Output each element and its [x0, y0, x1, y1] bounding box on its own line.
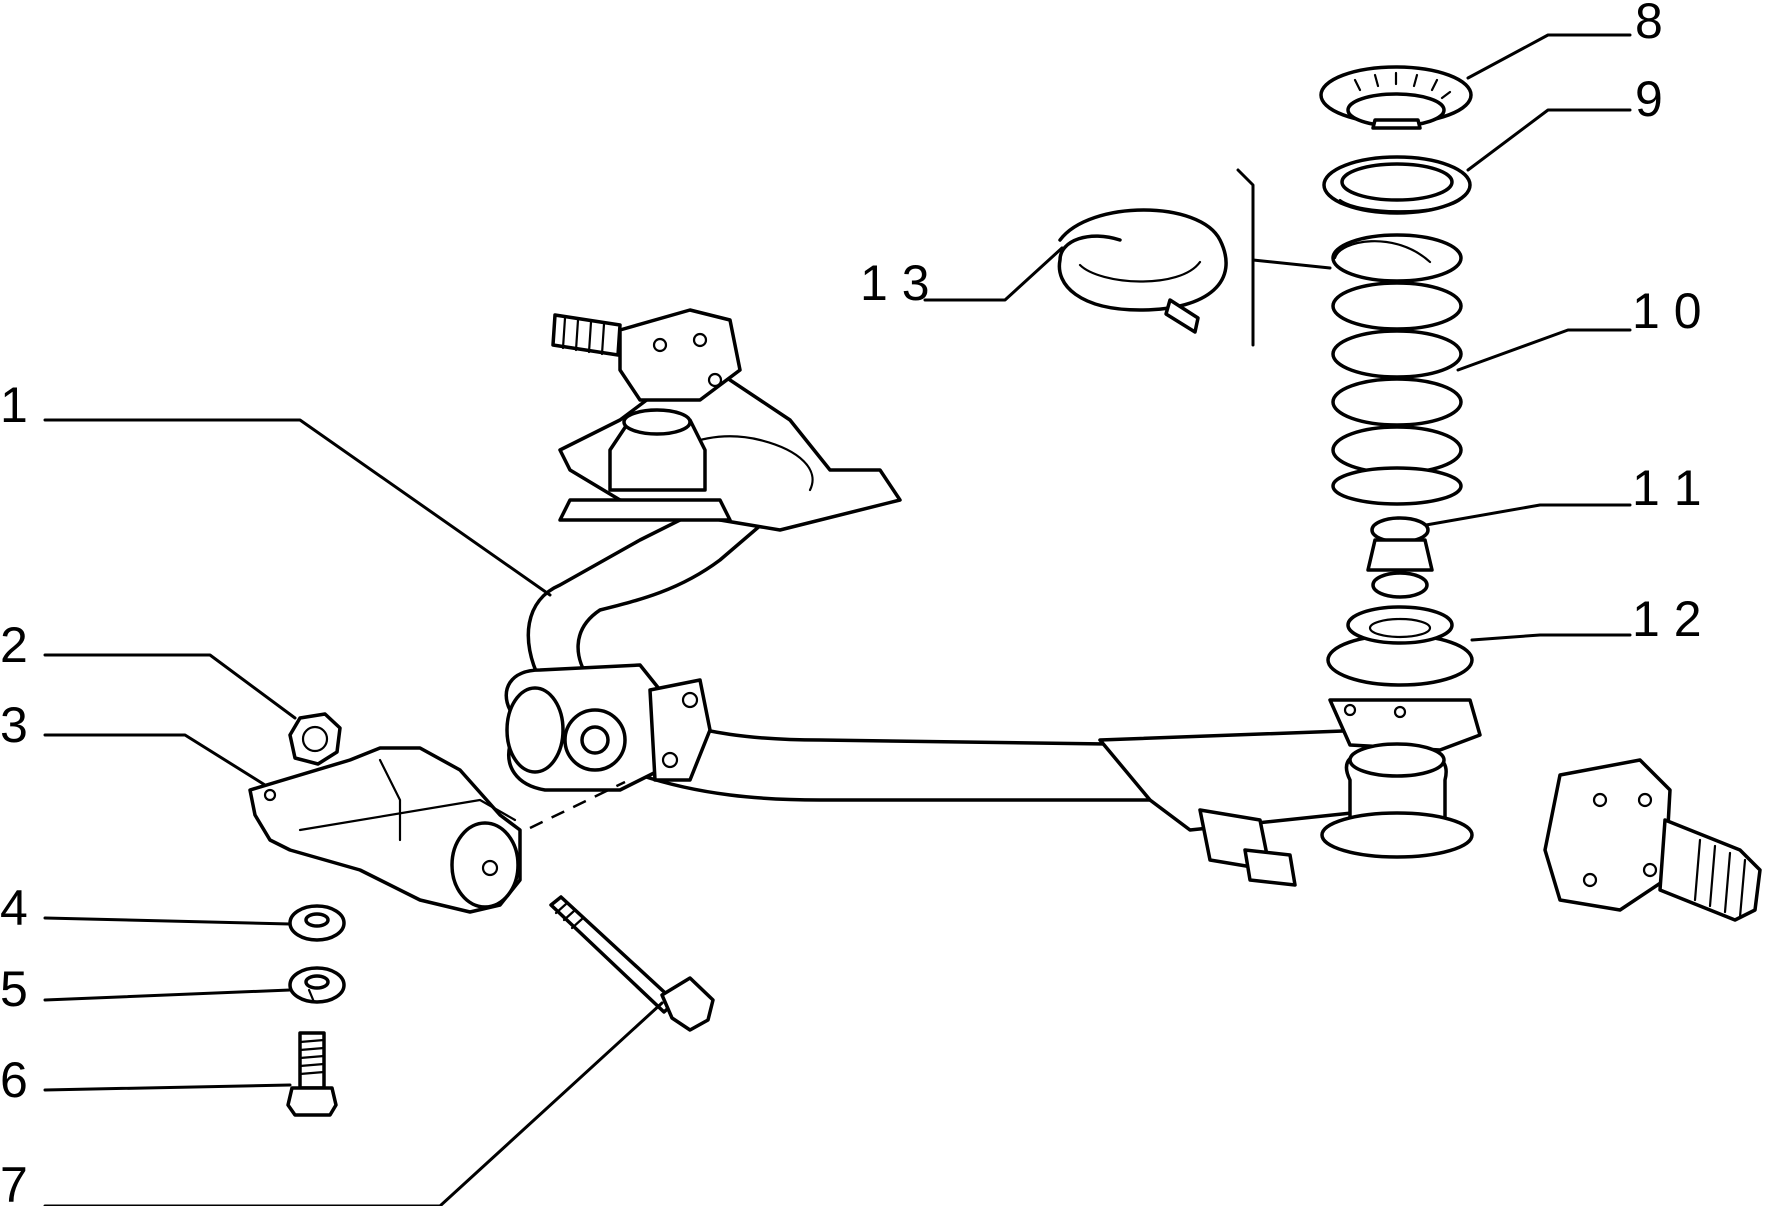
callout-10: 1 0	[1632, 283, 1702, 339]
spring-top-mount	[1319, 65, 1473, 130]
leader-7	[43, 1001, 664, 1206]
leader-2	[43, 653, 297, 720]
flat-washer	[288, 904, 346, 942]
coil-spring	[1331, 233, 1463, 506]
callout-7: 7	[0, 1157, 28, 1206]
callout-3: 3	[0, 697, 28, 753]
pivot-bushing	[504, 663, 712, 792]
upper-spring-seat	[1322, 155, 1472, 215]
alignment-line	[529, 780, 626, 830]
callout-2: 2	[0, 617, 28, 673]
callout-5: 5	[0, 961, 28, 1017]
callout-4: 4	[0, 880, 28, 936]
leader-5	[43, 988, 292, 1002]
long-bolt	[549, 895, 715, 1032]
callout-labels: 1 2 3 4 5 6 7 8 9 1 0 1 1 1 2 1 3	[0, 0, 1702, 1206]
spring-kit-bracket	[1236, 168, 1332, 347]
callout-6: 6	[0, 1052, 28, 1108]
spring-insulator	[1057, 208, 1228, 334]
rear-axle-beam	[526, 308, 1762, 922]
leader-13	[923, 246, 1064, 302]
mounting-bracket	[248, 746, 522, 914]
short-bolt	[286, 1031, 338, 1117]
leader-10	[1456, 328, 1632, 372]
callout-12: 1 2	[1632, 591, 1702, 647]
nut	[288, 712, 342, 766]
callout-9: 9	[1635, 71, 1663, 127]
leader-1	[43, 418, 552, 597]
leader-6	[43, 1083, 292, 1092]
bump-stop	[1366, 516, 1434, 599]
lower-spring-seat	[1326, 605, 1474, 687]
callout-13: 1 3	[860, 255, 930, 311]
leader-8	[1466, 33, 1632, 80]
leader-9	[1466, 108, 1632, 172]
callout-8: 8	[1635, 0, 1663, 49]
callout-1: 1	[0, 377, 28, 433]
leader-11	[1424, 503, 1632, 527]
spring-washer	[288, 966, 346, 1004]
leader-lines	[43, 33, 1632, 1206]
leader-3	[43, 733, 267, 787]
leader-4	[43, 916, 292, 926]
callout-11: 1 1	[1632, 460, 1702, 516]
leader-12	[1470, 633, 1632, 642]
